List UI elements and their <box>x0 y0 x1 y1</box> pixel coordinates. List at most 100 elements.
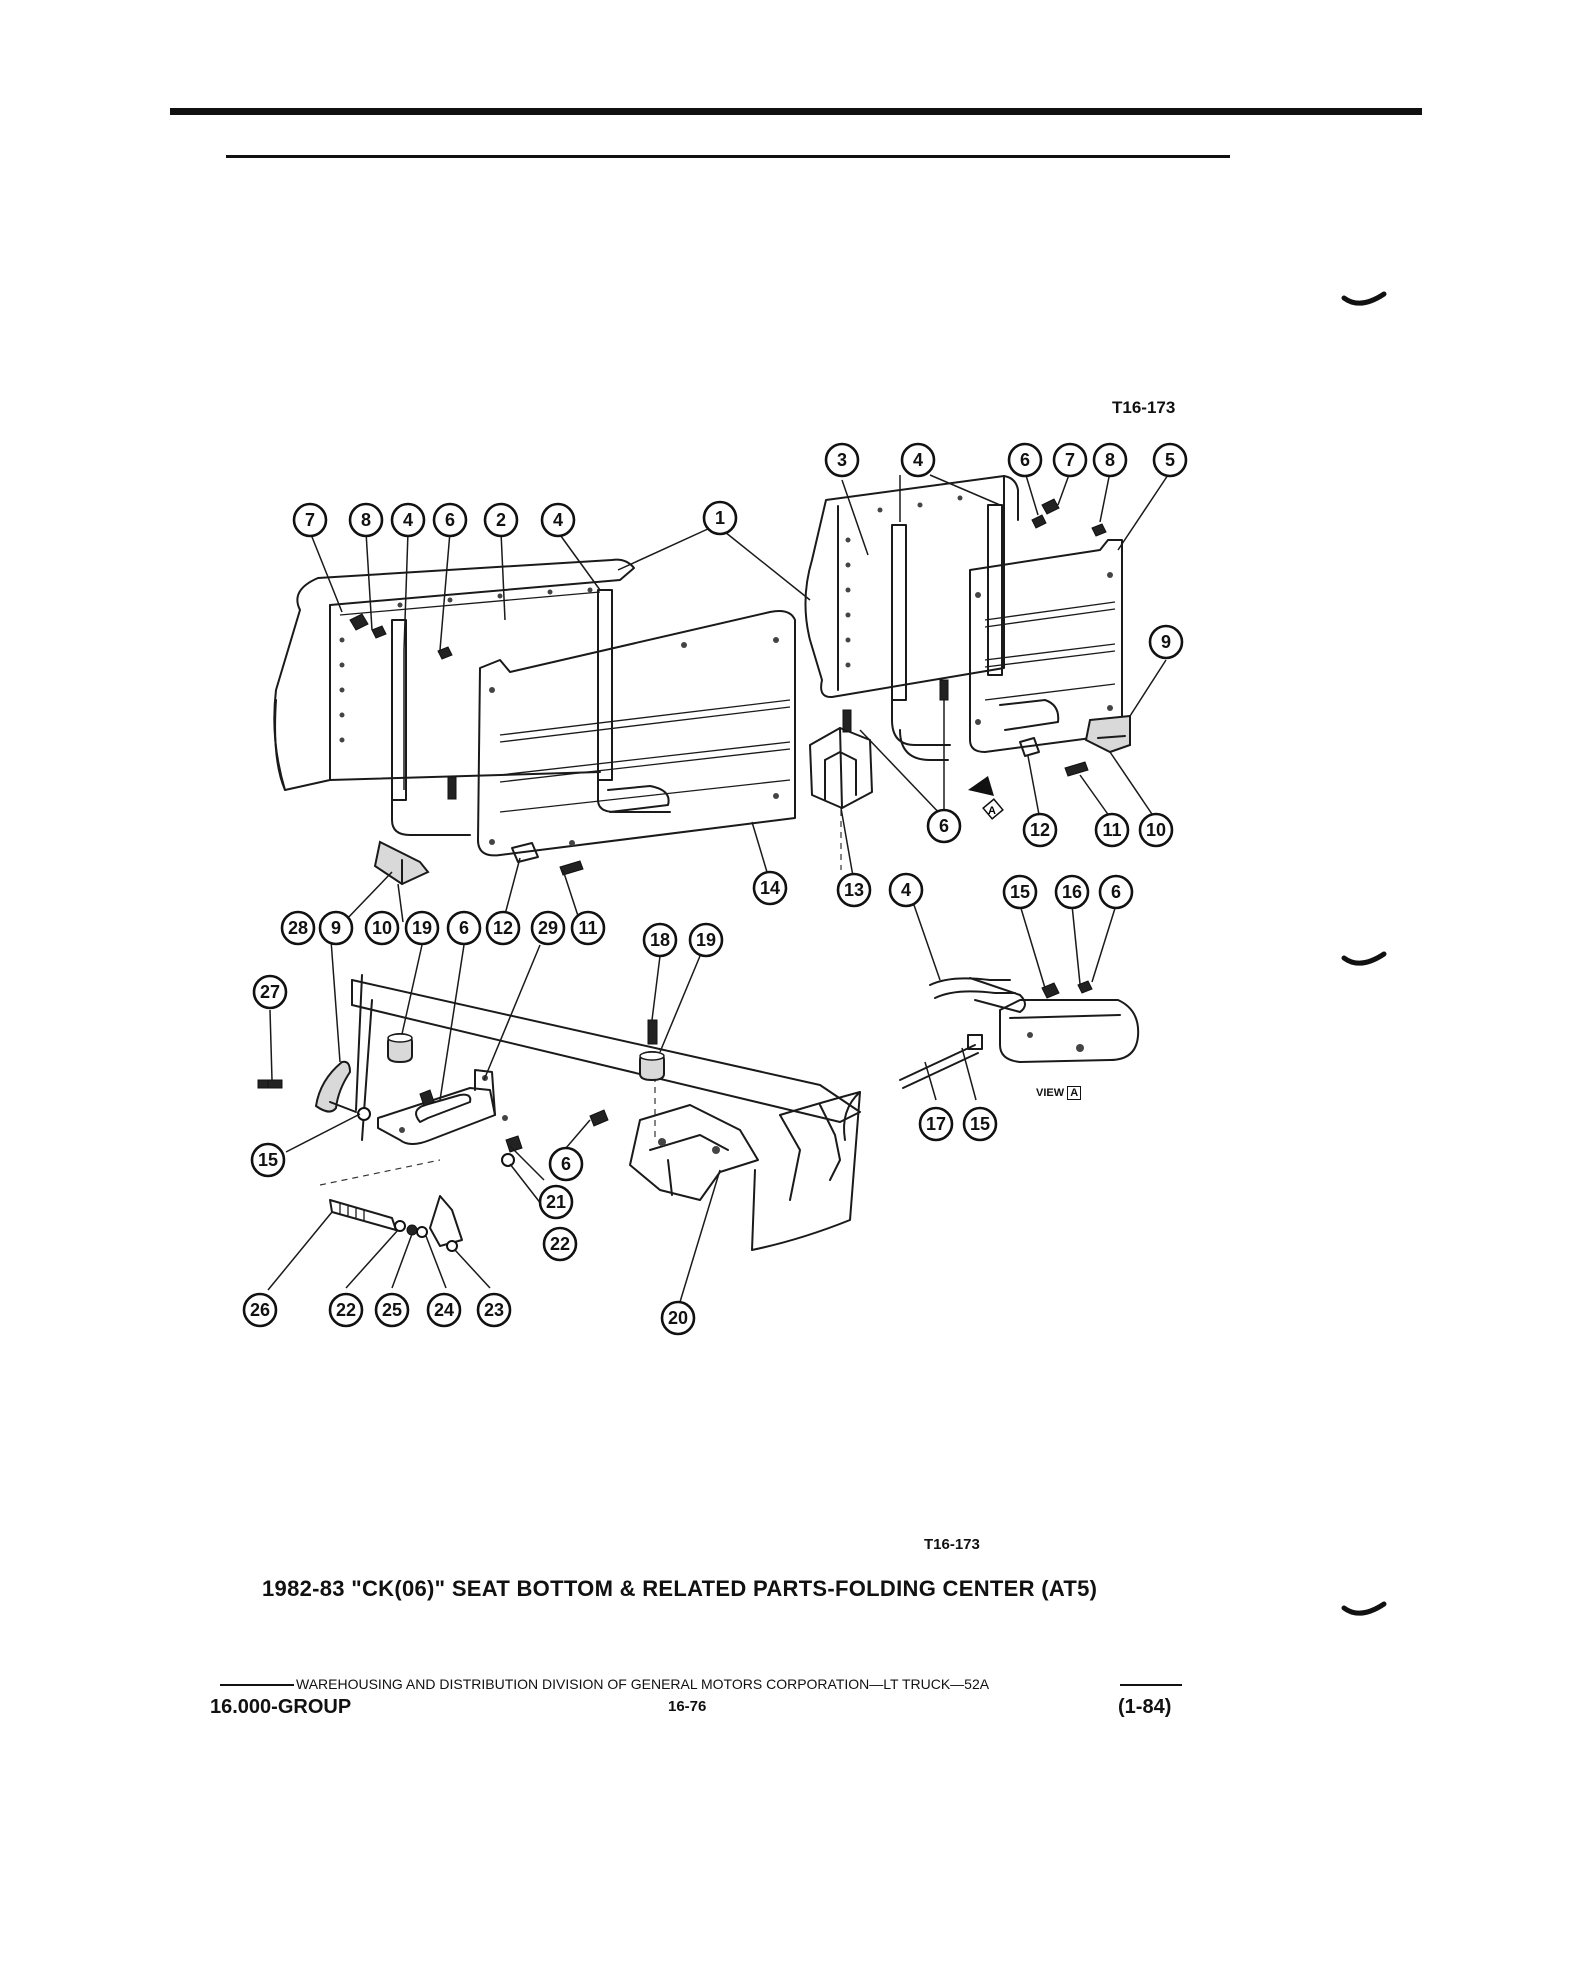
footer-page-number: 16-76 <box>668 1698 707 1715</box>
view-a-arrow: A <box>968 776 1004 820</box>
callout-number: 21 <box>546 1192 566 1212</box>
leader-lines <box>267 471 1171 1303</box>
view-a-label: VIEW A <box>1036 1086 1082 1100</box>
callout-right-top-1: 3 <box>824 442 860 478</box>
callout-right-top-2: 4 <box>900 442 936 478</box>
callout-lower-1: 27 <box>252 974 288 1010</box>
view-a-letter: A <box>1067 1086 1082 1100</box>
callout-number: 15 <box>970 1114 990 1134</box>
callout-number: 13 <box>844 880 864 900</box>
callout-number: 1 <box>715 508 725 528</box>
callout-right-side-1: 9 <box>1148 624 1184 660</box>
callout-right-side-5: 10 <box>1138 812 1174 848</box>
callout-number: 4 <box>403 510 413 530</box>
view-a-detail-bracket <box>899 977 1140 1089</box>
svg-text:A: A <box>988 805 996 817</box>
right-seat-cushion <box>804 475 1019 699</box>
right-seat-frame-rails <box>891 504 1003 761</box>
callout-number: 10 <box>1146 820 1166 840</box>
callout-left-row-8: 11 <box>570 910 606 946</box>
figure-id-top: T16-173 <box>1112 398 1176 417</box>
callout-number: 19 <box>696 930 716 950</box>
callout-number: 15 <box>258 1150 278 1170</box>
callout-left-row-3: 10 <box>364 910 400 946</box>
callout-number: 6 <box>1020 450 1030 470</box>
callout-number: 5 <box>1165 450 1175 470</box>
rubber-bumpers <box>387 1032 665 1082</box>
seat-release-lever <box>314 1060 357 1113</box>
callout-right-side-2: 6 <box>926 808 962 844</box>
callout-bottom-row-3: 25 <box>374 1292 410 1328</box>
callout-bottom-row-1: 26 <box>242 1292 278 1328</box>
callout-middle-row-1: 14 <box>752 870 788 906</box>
callout-left-top-5: 2 <box>483 502 519 538</box>
callout-right-top-6: 5 <box>1152 442 1188 478</box>
margin-check-mark-3 <box>1341 1601 1387 1616</box>
callout-number: 2 <box>496 510 506 530</box>
callout-left-row-6: 12 <box>485 910 521 946</box>
callout-number: 12 <box>1030 820 1050 840</box>
callout-number: 7 <box>1065 450 1075 470</box>
footer-rule-right <box>1120 1684 1182 1686</box>
callout-number: 11 <box>578 918 597 938</box>
callout-number: 6 <box>445 510 455 530</box>
callout-right-side-4: 11 <box>1094 812 1130 848</box>
margin-check-mark-1 <box>1341 291 1387 306</box>
callout-lower-8: 20 <box>660 1300 696 1336</box>
footer-division-line: WAREHOUSING AND DISTRIBUTION DIVISION OF… <box>296 1676 990 1692</box>
view-a-text: VIEW <box>1036 1087 1065 1099</box>
callout-number: 28 <box>288 918 308 938</box>
footer-rule-area <box>220 1680 1182 1686</box>
callout-number: 3 <box>837 450 847 470</box>
callout-number: 17 <box>926 1114 946 1134</box>
callout-lower-3: 6 <box>548 1146 584 1182</box>
center-hinge-bracket <box>809 727 873 870</box>
callout-lower-7: 15 <box>962 1106 998 1142</box>
callout-number: 25 <box>382 1300 402 1320</box>
callout-number: 8 <box>361 510 371 530</box>
callout-number: 6 <box>459 918 469 938</box>
callout-right-top-3: 6 <box>1007 442 1043 478</box>
callout-number: 24 <box>434 1300 454 1320</box>
figure-caption: 1982-83 "CK(06)" SEAT BOTTOM & RELATED P… <box>262 1576 1098 1601</box>
callout-left-top-3: 4 <box>390 502 426 538</box>
callout-left-row-9: 18 <box>642 922 678 958</box>
callout-lower-2: 15 <box>250 1142 286 1178</box>
callout-right-top-4: 7 <box>1052 442 1088 478</box>
top-thick-rule <box>170 108 1422 115</box>
callout-lower-5: 22 <box>542 1226 578 1262</box>
callout-bottom-row-2: 22 <box>328 1292 364 1328</box>
callout-middle-row-6: 6 <box>1098 874 1134 910</box>
callout-left-row-2: 9 <box>318 910 354 946</box>
right-seat-back-panel <box>969 539 1123 753</box>
callout-number: 7 <box>305 510 315 530</box>
callout-number: 6 <box>1111 882 1121 902</box>
callout-middle-row-4: 15 <box>1002 874 1038 910</box>
callout-bottom-row-5: 23 <box>476 1292 512 1328</box>
callout-left-top-4: 6 <box>432 502 468 538</box>
callout-left-row-7: 29 <box>530 910 566 946</box>
lower-right-support <box>751 1091 861 1251</box>
callout-middle-row-5: 16 <box>1054 874 1090 910</box>
footer-group: 16.000-GROUP <box>210 1696 352 1718</box>
margin-check-mark-2 <box>1341 951 1387 966</box>
figure-id-bottom: T16-173 <box>924 1536 980 1553</box>
callout-left-row-10: 19 <box>688 922 724 958</box>
callout-number: 9 <box>331 918 341 938</box>
footer-rule-left <box>220 1684 294 1686</box>
callout-left-row-4: 19 <box>404 910 440 946</box>
callout-right-top-5: 8 <box>1092 442 1128 478</box>
callout-number: 23 <box>484 1300 504 1320</box>
lower-left-hinge-plate <box>377 1069 508 1145</box>
callout-number: 10 <box>372 918 392 938</box>
callout-left-row-1: 28 <box>280 910 316 946</box>
callout-lower-6: 17 <box>918 1106 954 1142</box>
callout-number: 27 <box>260 982 280 1002</box>
callout-number: 22 <box>336 1300 356 1320</box>
callout-number: 4 <box>553 510 563 530</box>
callout-number: 15 <box>1010 882 1030 902</box>
callout-bottom-row-4: 24 <box>426 1292 462 1328</box>
callout-middle-row-3: 4 <box>888 872 924 908</box>
